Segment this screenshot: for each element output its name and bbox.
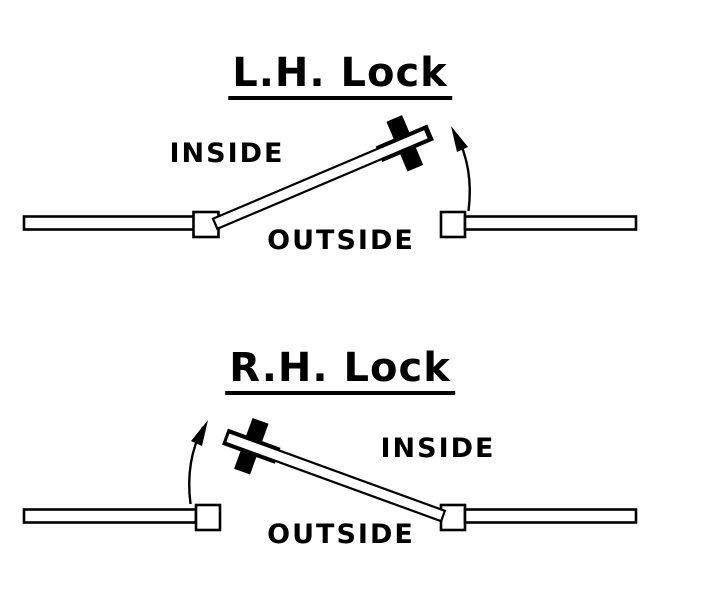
rh-strike-jamb bbox=[194, 503, 222, 532]
rh-diagram-title: R.H. Lock bbox=[225, 348, 455, 395]
rh-hinge-jamb bbox=[439, 503, 467, 532]
lh-outside-label: OUTSIDE bbox=[267, 225, 415, 256]
rh-right-wall bbox=[463, 508, 638, 524]
rh-lock-diagram bbox=[22, 417, 638, 532]
rh-inside-label: INSIDE bbox=[380, 433, 496, 464]
rh-outside-label: OUTSIDE bbox=[267, 519, 415, 550]
lh-strike-jamb bbox=[439, 210, 467, 239]
lh-right-wall bbox=[463, 215, 638, 231]
lh-inside-label: INSIDE bbox=[169, 138, 285, 169]
lh-lock-diagram bbox=[22, 115, 638, 239]
lh-swing-arrowhead bbox=[451, 126, 468, 152]
rh-swing-arrowhead bbox=[191, 420, 208, 446]
rh-left-wall bbox=[22, 508, 198, 524]
rh-door bbox=[223, 430, 447, 523]
lh-door bbox=[211, 127, 431, 231]
lh-left-wall bbox=[22, 215, 196, 231]
lh-diagram-title: L.H. Lock bbox=[228, 53, 452, 100]
